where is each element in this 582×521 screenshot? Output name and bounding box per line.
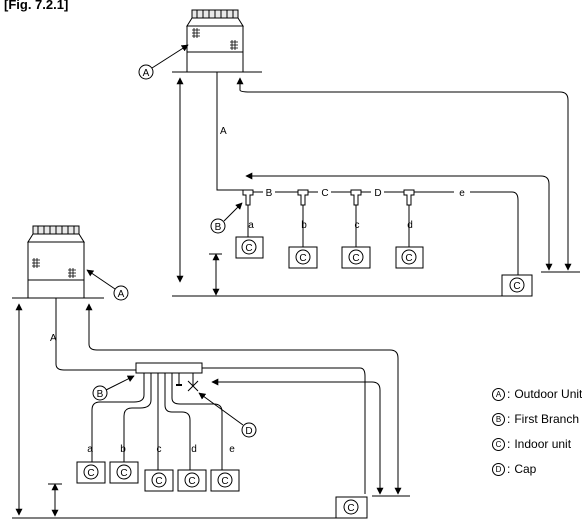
legend-symbol: A	[492, 388, 505, 402]
svg-text:C: C	[155, 476, 162, 487]
svg-text:C: C	[188, 476, 195, 487]
branch-marker-bottom: B	[92, 375, 135, 401]
svg-text:A: A	[143, 68, 150, 79]
legend-item-indoor-unit: C:Indoor unit	[492, 437, 572, 452]
legend-symbol: B	[492, 413, 505, 427]
legend-separator: :	[507, 412, 511, 426]
main-pipe-label-bottom: A	[50, 333, 57, 344]
branch-label-c-top: c	[355, 220, 360, 231]
svg-text:C: C	[405, 253, 412, 264]
main-pipe-label-top: A	[220, 126, 227, 137]
svg-text:C: C	[120, 468, 127, 479]
segment-label-b-top: B	[266, 188, 273, 199]
legend-text: Outdoor Unit	[514, 387, 582, 401]
legend-symbol: D	[492, 463, 505, 477]
outdoor-marker-top: A	[138, 44, 189, 80]
outdoor-marker-bottom: A	[86, 269, 129, 301]
cap-marker: D	[198, 392, 257, 438]
branch-label-c-bottom: c	[157, 444, 162, 455]
svg-text:D: D	[245, 426, 252, 437]
branch-label-e-top: e	[459, 188, 465, 199]
figure-label: [Fig. 7.2.1]	[4, 0, 69, 12]
svg-text:C: C	[221, 476, 228, 487]
branch-label-b-bottom: b	[120, 444, 126, 455]
legend-separator: :	[507, 462, 511, 476]
branch-label-d-top: d	[407, 220, 413, 231]
legend-text: Indoor unit	[514, 437, 572, 451]
segment-label-c-top: C	[321, 188, 328, 199]
svg-text:C: C	[245, 243, 252, 254]
branch-label-a-bottom: a	[87, 444, 93, 455]
indoor-units-top: C C C C C	[235, 236, 533, 297]
svg-text:A: A	[118, 289, 125, 300]
legend-item-first-branch: B:First Branch	[492, 412, 580, 427]
svg-text:B: B	[215, 222, 222, 233]
branch-label-e-bottom: e	[229, 444, 235, 455]
indoor-units-bottom: C C C C C C	[76, 461, 368, 519]
main-pipe-bottom	[55, 298, 136, 371]
outdoor-unit-top	[186, 9, 244, 73]
segment-label-d-top: D	[374, 188, 381, 199]
svg-text:C: C	[352, 253, 359, 264]
legend-text: Cap	[514, 462, 537, 476]
svg-text:C: C	[299, 253, 306, 264]
svg-text:C: C	[513, 281, 520, 292]
branch-label-d-bottom: d	[191, 444, 197, 455]
branch-marker-top: B	[210, 202, 243, 234]
legend-symbol: C	[492, 438, 505, 452]
legend-text: First Branch	[514, 412, 580, 426]
branch-header	[135, 362, 203, 374]
legend-item-outdoor-unit: A:Outdoor Unit	[492, 387, 582, 402]
branch-label-b-top: b	[301, 220, 307, 231]
svg-text:C: C	[347, 503, 354, 514]
svg-text:B: B	[97, 389, 104, 400]
legend-separator: :	[507, 437, 511, 451]
main-pipe-top	[216, 72, 243, 191]
branch-label-a-top: a	[248, 220, 254, 231]
legend-separator: :	[507, 387, 511, 401]
svg-text:C: C	[87, 468, 94, 479]
legend-item-cap: D:Cap	[492, 462, 537, 477]
outdoor-unit-bottom	[27, 225, 85, 299]
